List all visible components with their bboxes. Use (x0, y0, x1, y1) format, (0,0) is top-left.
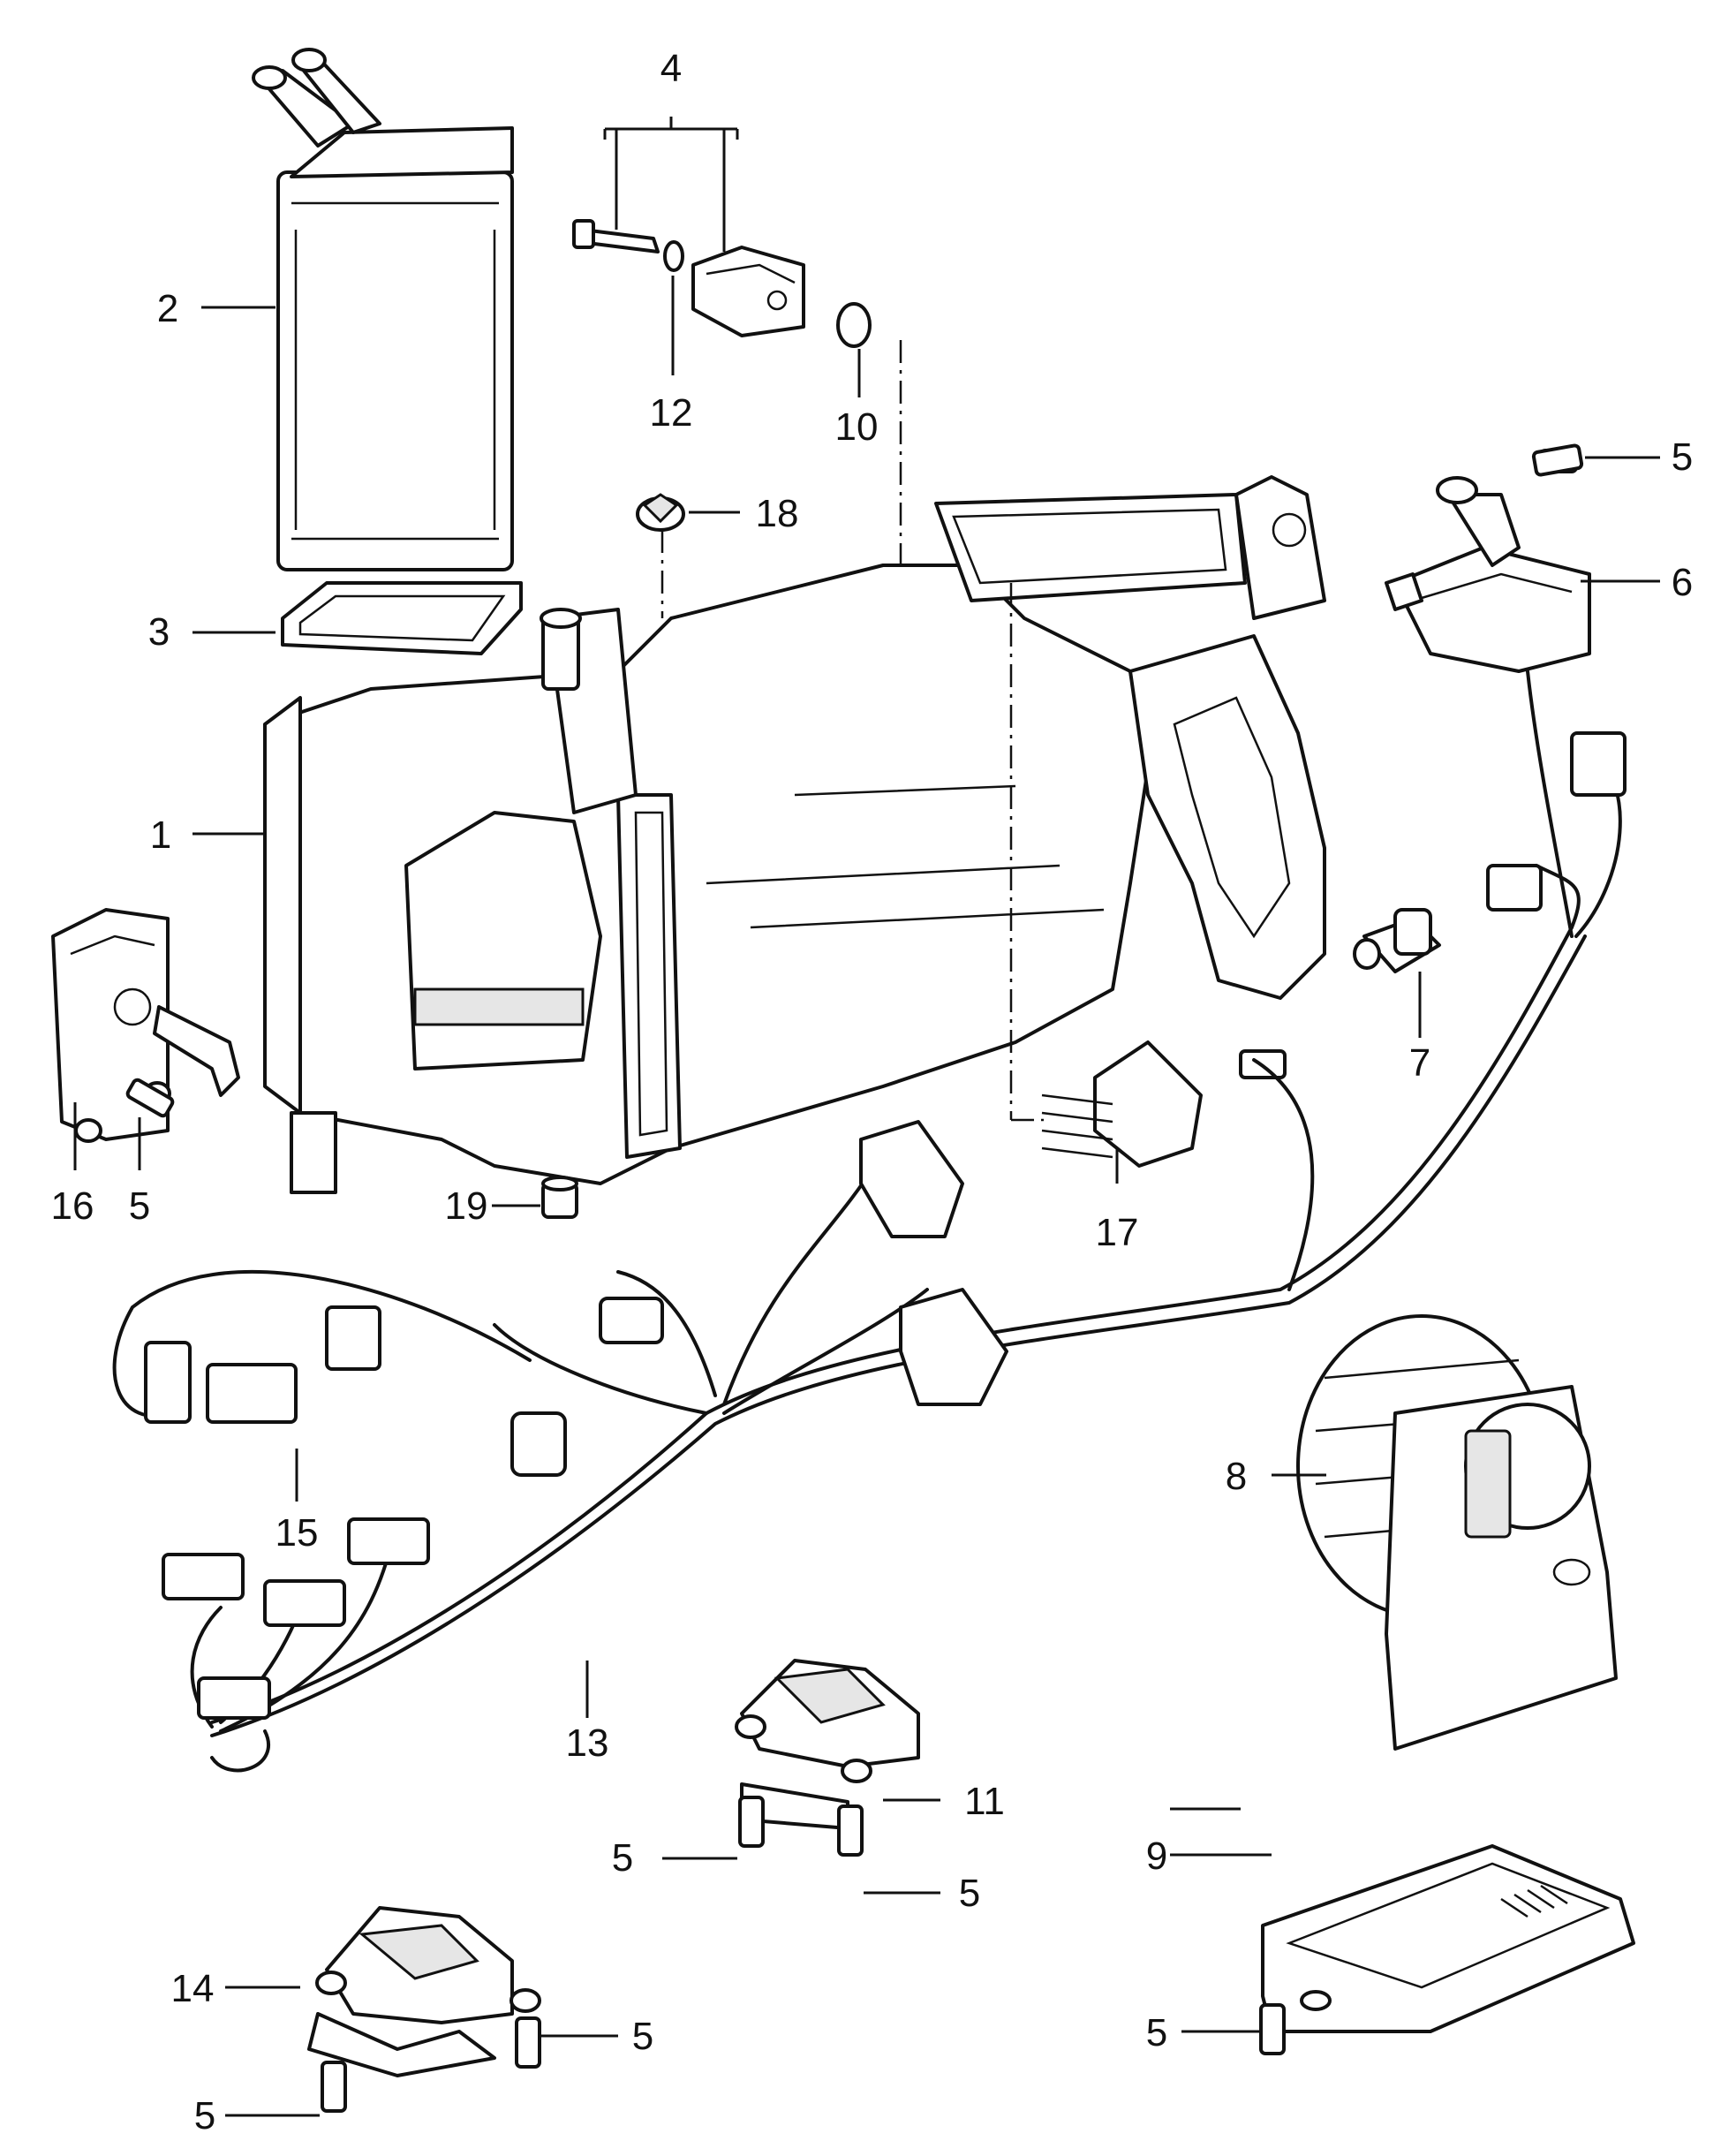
screws-part (125, 443, 1584, 2113)
callout-5-left: 5 (129, 1184, 150, 1228)
leader-lines (73, 117, 1660, 2117)
callout-15: 15 (275, 1511, 319, 1555)
callout-7: 7 (1409, 1041, 1430, 1085)
callout-2: 2 (157, 287, 178, 330)
heater-core-part (252, 48, 514, 571)
o-ring-part (836, 302, 872, 348)
actuator-bottom-part (307, 1906, 541, 2077)
plug-part (541, 1176, 578, 1219)
callout-5-center-right: 5 (959, 1872, 980, 1915)
callout-3: 3 (148, 610, 170, 654)
temp-sensor-part (1353, 908, 1441, 973)
sensor-assembly-part (572, 219, 805, 337)
cover-tray-part (1261, 1844, 1635, 2033)
gasket-part (281, 581, 523, 655)
callout-19: 19 (445, 1184, 488, 1228)
actuator-top-right-part (1385, 449, 1591, 673)
callout-labels: 2 3 1 4 12 10 18 5 6 7 16 5 17 19 8 15 1… (51, 47, 1694, 2137)
callout-17: 17 (1096, 1211, 1139, 1254)
hvac-housing-part (263, 475, 1326, 1194)
callout-6: 6 (1672, 561, 1693, 604)
callout-9: 9 (1146, 1835, 1167, 1878)
callout-14: 14 (171, 1967, 215, 2010)
callout-16: 16 (51, 1184, 94, 1228)
callout-5-bottom-right: 5 (632, 2015, 653, 2058)
wiring-harness-part (112, 670, 1627, 1773)
callout-1: 1 (150, 813, 171, 857)
regulator-part (1041, 1040, 1287, 1168)
callout-5-top-right: 5 (1672, 435, 1693, 479)
callout-5-right: 5 (1146, 2011, 1167, 2054)
callout-5-center-left: 5 (612, 1836, 633, 1880)
callout-5-bottom-left: 5 (194, 2094, 215, 2137)
callout-10: 10 (835, 405, 879, 449)
clip-part (636, 493, 685, 532)
callout-8: 8 (1226, 1455, 1247, 1498)
callout-18: 18 (756, 492, 799, 535)
callout-12: 12 (650, 391, 693, 435)
callout-4: 4 (660, 47, 682, 90)
blower-motor-part (1296, 1314, 1618, 1751)
callout-13: 13 (566, 1721, 609, 1765)
callout-11: 11 (964, 1780, 1005, 1823)
